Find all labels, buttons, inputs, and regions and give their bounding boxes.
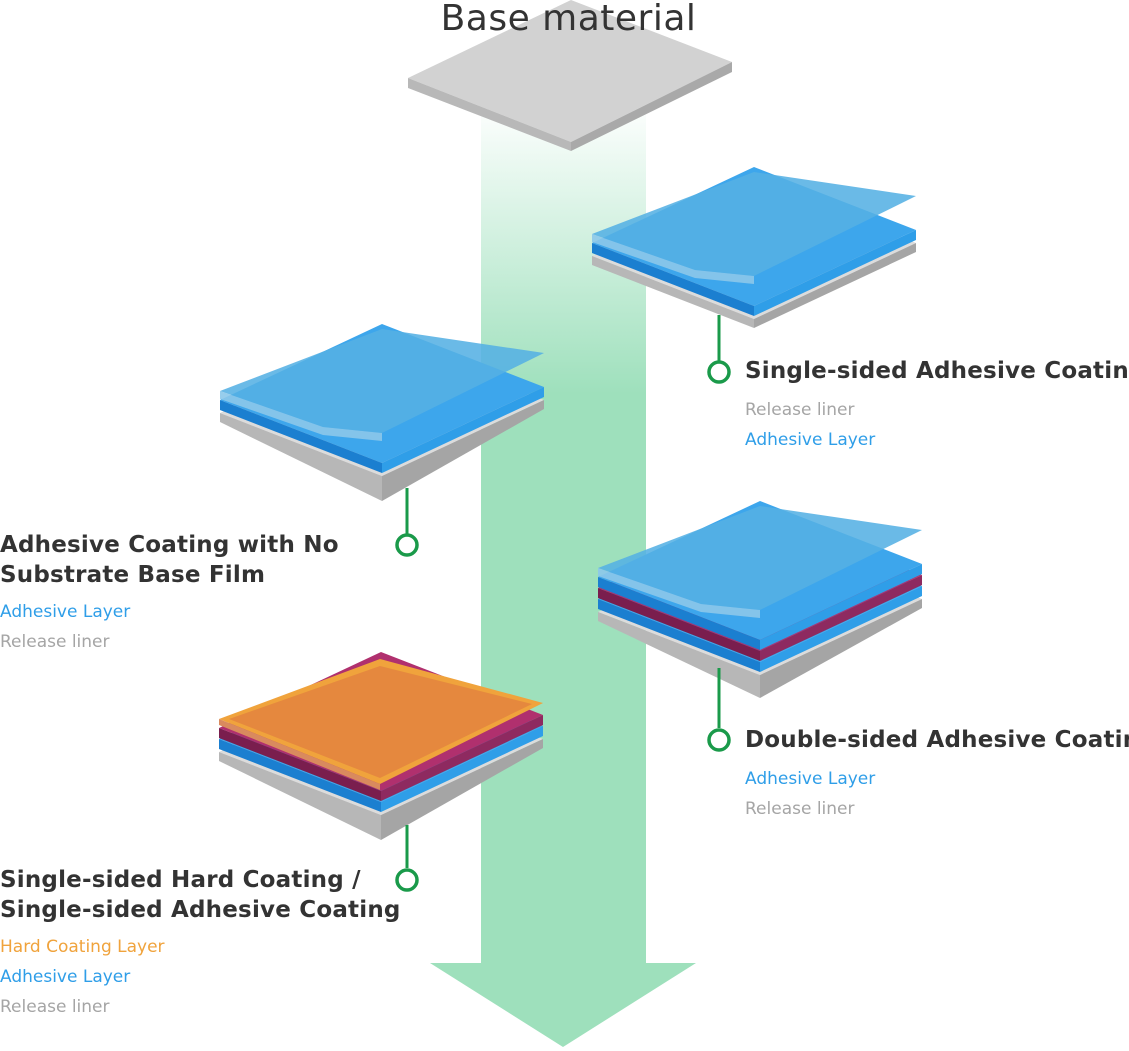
product-hard-coating: Single-sided Hard Coating / Single-sided…	[0, 865, 401, 1022]
connector-dot	[707, 728, 731, 752]
layer-label-release-liner: Release liner	[0, 632, 110, 652]
stack-hard-coating	[219, 652, 543, 840]
product-heading: Double-sided Adhesive Coating	[745, 727, 1129, 753]
connector-dot	[395, 533, 419, 557]
product-heading-line-2: Single-sided Adhesive Coating	[0, 897, 401, 923]
stack-double-sided-adhesive	[598, 501, 922, 698]
product-heading-line-2: Substrate Base Film	[0, 562, 266, 588]
layer-label-hard-coating: Hard Coating Layer	[0, 937, 165, 957]
layer-label-adhesive: Adhesive Layer	[0, 967, 131, 987]
product-no-substrate: Adhesive Coating with No Substrate Base …	[0, 530, 339, 657]
layer-label-release-liner: Release liner	[745, 400, 855, 420]
stack-no-substrate	[220, 324, 544, 501]
base-material-sheet	[408, 0, 732, 151]
layer-label-release-liner: Release liner	[745, 799, 855, 819]
diagram-title: Base material	[440, 0, 697, 39]
stack-single-sided-adhesive	[592, 167, 916, 328]
connector-dot	[707, 360, 731, 384]
layer-label-adhesive: Adhesive Layer	[745, 769, 876, 789]
product-single-sided-adhesive: Single-sided Adhesive Coating Release li…	[745, 356, 1129, 455]
product-heading-line-1: Single-sided Hard Coating /	[0, 867, 361, 893]
product-double-sided-adhesive: Double-sided Adhesive Coating Adhesive L…	[745, 725, 1129, 824]
layer-label-release-liner: Release liner	[0, 997, 110, 1017]
layer-label-adhesive: Adhesive Layer	[0, 602, 131, 622]
product-heading: Single-sided Adhesive Coating	[745, 358, 1129, 384]
connector-dot	[395, 868, 419, 892]
product-heading-line-1: Adhesive Coating with No	[0, 532, 339, 558]
layer-label-adhesive: Adhesive Layer	[745, 430, 876, 450]
